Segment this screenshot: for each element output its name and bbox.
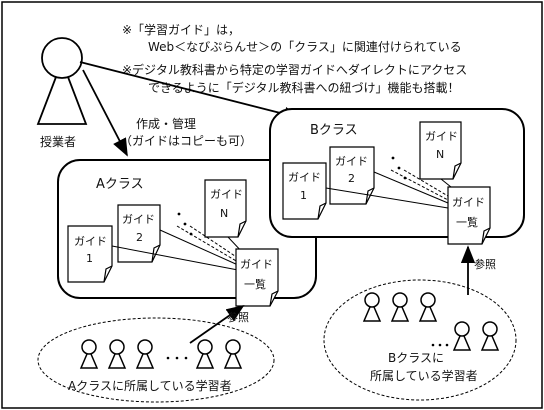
class-b-title: Bクラス: [310, 123, 358, 138]
class-b-guides: [282, 121, 462, 220]
class-b-learners-group: [323, 279, 517, 401]
class-a-title: Aクラス: [96, 177, 144, 192]
note-line-4: できるように「デジタル教科書への紐づけ」機能も搭載！: [148, 80, 460, 95]
class-a-list-label: ガイド: [240, 258, 273, 271]
class-b-guide-list: [447, 186, 491, 245]
class-a-learners-label: Aクラスに所属している学習者: [68, 378, 232, 393]
class-a-guide-1: [67, 225, 113, 283]
class-b-learners-label-2: 所属している学習者: [370, 368, 478, 383]
create-label-line1: 作成・管理: [136, 116, 196, 131]
class-b-guide-2-label: ガイド: [335, 155, 368, 168]
class-b-guide-n-label: ガイド: [425, 130, 458, 143]
note-line-3: ※デジタル教科書から特定の学習ガイドへダイレクトにアクセス: [122, 62, 467, 77]
notes: ※「学習ガイド」は， Web＜なびぷらんせ＞の「クラス」に関連付けられている ※…: [122, 22, 467, 95]
class-b-list-sub: 一覧: [456, 215, 478, 229]
class-a-guide-1-num: 1: [86, 252, 93, 265]
note-line-1: ※「学習ガイド」は，: [122, 22, 240, 37]
create-arrows: [79, 61, 302, 157]
class-b-learner-figures: [362, 292, 500, 351]
create-label-line2: （ガイドはコピーも可）: [120, 134, 252, 148]
class-a-learner-figures: [79, 339, 243, 369]
class-b-links: [325, 169, 457, 209]
class-b-guide-n-num: N: [436, 148, 444, 161]
class-a-guide-2-num: 2: [136, 231, 143, 244]
class-a-guide-1-label: ガイド: [74, 235, 107, 248]
class-b-guide-1-label: ガイド: [288, 171, 321, 184]
class-b-ref-label: 参照: [474, 257, 496, 271]
class-a-guide-n-label: ガイド: [210, 188, 243, 201]
class-a-list-sub: 一覧: [244, 277, 266, 291]
teacher-figure: [36, 37, 88, 125]
class-a-learner-dots: [166, 356, 188, 360]
class-a-guide-list: [235, 248, 279, 307]
class-a-links: [111, 225, 245, 271]
note-line-2: Web＜なびぷらんせ＞の「クラス」に関連付けられている: [148, 40, 462, 54]
class-a-learners-group: [37, 317, 275, 403]
class-a-guide-n-num: N: [220, 207, 228, 220]
class-a-guide-2-label: ガイド: [122, 213, 155, 226]
class-b-list-label: ガイド: [452, 196, 485, 209]
class-a-guides: [67, 179, 247, 283]
teacher-label: 授業者: [40, 134, 76, 149]
class-b-guide-1: [282, 162, 327, 220]
class-b-guide-2-num: 2: [348, 172, 355, 185]
class-b-learner-dots: [431, 343, 449, 347]
class-b-guide-2: [329, 146, 375, 205]
class-b-learners-label-1: Bクラスに: [388, 351, 444, 365]
class-a-ref-arrow: [189, 304, 245, 344]
class-a-ref-label: 参照: [227, 310, 249, 324]
class-b-guide-n: [419, 121, 462, 180]
class-b-guide-1-num: 1: [300, 189, 307, 202]
class-a-guide-2: [117, 204, 161, 263]
class-a-guide-n: [204, 179, 247, 238]
